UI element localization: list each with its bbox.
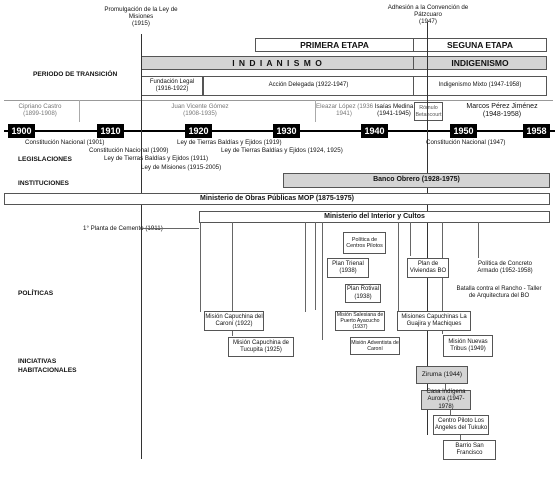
law-c1909: Constitución Nacional (1909) [89, 147, 169, 154]
president-castro-name: Cipriano Castro [18, 103, 62, 110]
policy-centros: Política de Centros Pilotos [343, 232, 386, 254]
conn-concreto [478, 222, 479, 258]
divider-castro [79, 100, 80, 122]
president-castro-years: (1899-1908) [23, 110, 57, 118]
inst-interior: Ministerio del Interior y Cultos [199, 211, 550, 223]
law-c1901: Constitución Nacional (1901) [25, 139, 105, 146]
president-gomez-years: (1908-1935) [183, 110, 217, 118]
year-1958: 1958 [523, 124, 550, 138]
stage-indigenismo: INDIGENISMO [413, 56, 547, 70]
init-capuchinas-gm: Misiones Capuchinas La Guajira y Machiqu… [397, 311, 471, 331]
period-mixto: Indigenismo Mixto (1947-1958) [413, 76, 547, 96]
conn-caroni [200, 222, 201, 312]
conn-centros-a [315, 222, 316, 310]
row-instituciones: INSTITUCIONES [18, 180, 69, 187]
period-accion: Acción Delegada (1922-1947) [203, 76, 414, 96]
president-perez: Marcos Pérez Jiménez(1948-1958) [452, 103, 552, 119]
init-ziruma: Ziruma (1944) [416, 366, 468, 384]
president-gomez: Juan Vicente Gómez(1908-1935) [160, 103, 240, 117]
init-francisco: Barrio San Francisco [443, 440, 496, 460]
conn-aurora-tukuko [450, 410, 451, 416]
year-1910: 1910 [97, 124, 124, 138]
president-medina-name: Isaías Medina [374, 103, 414, 110]
year-1900: 1900 [8, 124, 35, 138]
conn-cemento [142, 228, 199, 229]
policy-cemento: 1° Planta de Cemento (1911) [83, 225, 163, 232]
law-tb1924: Ley de Tierras Baldías y Ejidos (1924, 1… [221, 147, 343, 154]
init-salesiana: Misión Salesiana de Puerto Ayacucho (193… [335, 311, 385, 331]
period-fundacion-years: (1916-1922) [155, 86, 189, 92]
year-1940: 1940 [361, 124, 388, 138]
president-medina: Isaías Medina(1941-1945) [373, 103, 415, 117]
conn-tukuko-francisco [460, 435, 461, 441]
row-periodo: PERIODO DE TRANSICIÓN [33, 71, 118, 78]
row-politicas: POLÍTICAS [18, 290, 54, 297]
init-caroni: Misión Capuchina del Caroní (1922) [204, 311, 264, 331]
president-perez-years: (1948-1958) [482, 111, 522, 119]
conn-salesiana [305, 222, 306, 312]
conn-tucupita [232, 222, 233, 336]
president-romulo-name: Rómulo [419, 105, 438, 112]
policy-trienal: Plan Trienal (1938) [327, 258, 369, 278]
inst-mop: Ministerio de Obras Públicas MOP (1875-1… [4, 193, 550, 205]
conn-adventista [322, 222, 323, 340]
policy-concreto: Política de Concreto Armado (1952-1958) [467, 258, 543, 278]
event-ley-misiones-label: Promulgación de la Ley de Misiones [104, 6, 178, 21]
president-gomez-name: Juan Vicente Gómez [171, 103, 229, 110]
row-iniciativas: INICIATIVAS HABITACIONALES [18, 358, 77, 374]
event-patzcuaro-label: Adhesión a la Convención de Pátzcuaro [387, 4, 469, 19]
vline-1947 [427, 22, 428, 435]
period-fundacion: Fundación Legal(1916-1922) [141, 76, 203, 96]
policy-batalla: Batalla contra el Rancho - Taller de Arq… [453, 283, 545, 303]
init-aurora: Casa Indígena Aurora (1947-1978) [421, 389, 471, 410]
inst-banco: Banco Obrero (1928-1975) [283, 173, 550, 188]
event-ley-misiones: Promulgación de la Ley de Misiones (1915… [99, 6, 183, 27]
conn-capuchinas [398, 222, 399, 312]
event-ley-misiones-year: (1915) [132, 20, 150, 28]
president-lopez-name: Eleazar López (1936 [316, 103, 374, 110]
law-c1947: Constitución Nacional (1947) [426, 139, 506, 146]
president-medina-years: (1941-1945) [377, 110, 411, 118]
year-1920: 1920 [185, 124, 212, 138]
stage-primera: PRIMERA ETAPA [255, 38, 414, 52]
row-legislaciones: LEGISLACIONES [18, 156, 72, 163]
president-lopez-years: 1941) [336, 110, 352, 118]
law-lm1915: Ley de Misiones (1915-2005) [141, 164, 222, 171]
president-perez-name: Marcos Pérez Jiménez [466, 103, 538, 110]
conn-viviendas [410, 222, 411, 256]
divider-gomez [315, 100, 316, 122]
policy-rotival: Plan Rotival (1938) [345, 284, 381, 303]
policy-viviendas: Plan de Viviendas BO [407, 258, 449, 278]
event-patzcuaro: Adhesión a la Convención de Pátzcuaro (1… [376, 4, 480, 25]
init-nuevas-tribus: Misión Nuevas Tribus (1949) [443, 335, 493, 357]
law-tb1911: Ley de Tierras Baldías y Ejidos (1911) [104, 155, 209, 162]
period-fundacion-label: Fundación Legal [149, 78, 195, 85]
vline-1915 [141, 34, 142, 459]
conn-ziruma-aurora [445, 384, 446, 391]
conn-nuevas-tribus [442, 222, 443, 334]
stage-indianismo: I N D I A N I S M O [141, 56, 414, 70]
stage-segunda: SEGUNA ETAPA [413, 38, 547, 52]
init-tukuko: Centro Piloto Los Angeles del Tukuko [433, 415, 489, 435]
presidents-top-line [4, 100, 553, 101]
law-tb1919: Ley de Tierras Baldías y Ejidos (1919) [177, 139, 282, 146]
president-castro: Cipriano Castro(1899-1908) [10, 103, 70, 117]
event-patzcuaro-year: (1947) [419, 18, 437, 25]
init-tucupita: Misión Capuchina de Tucupita (1925) [228, 337, 294, 357]
year-1930: 1930 [273, 124, 300, 138]
init-adventista: Misión Adventista de Caroní [350, 337, 400, 355]
year-1950: 1950 [450, 124, 477, 138]
president-romulo-surname: Betancourt [415, 111, 442, 118]
